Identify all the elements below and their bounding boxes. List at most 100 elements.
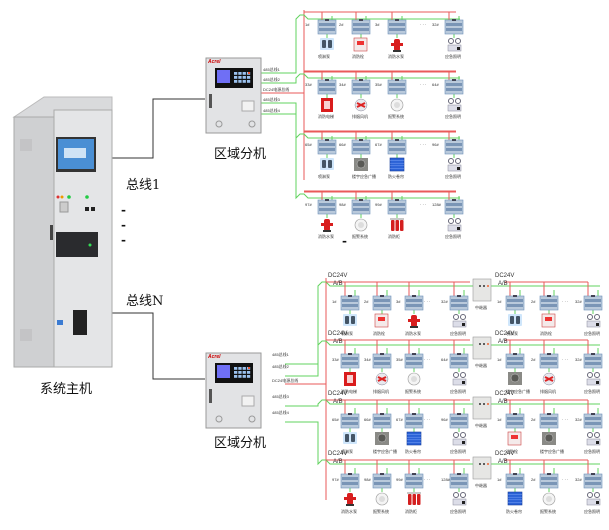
bottom-row-3 [340,396,603,446]
dc24v-label: DC24V [328,331,348,337]
comm-feed [285,421,600,466]
module-terminal [380,353,384,355]
comm-feed [258,14,460,74]
module-terminal [359,199,363,201]
device-label: 报警系统 [388,114,404,119]
module-stripe [319,208,335,211]
device-label: 楼宇应急广播 [373,449,397,454]
module-body [351,19,371,35]
module-body [340,473,360,489]
monitor-module [449,353,469,369]
monitor-module [317,199,337,215]
module-id: 67# [375,142,382,147]
monitor-module [351,199,371,215]
monitor-module [387,19,407,35]
module-stripe [541,422,557,425]
module-stripe [353,88,369,91]
row-ellipsis: · · · [562,299,569,304]
module-body [404,413,424,429]
module-id: 35# [396,357,403,362]
dc24v-label: DC24V [495,451,515,457]
unit-key [242,80,246,83]
unit-key [246,375,251,378]
module-stripe [389,143,405,146]
module-terminal [412,353,416,355]
unit-key [234,76,238,79]
dc24v-label: DC24V [495,391,515,397]
module-terminal [591,295,595,297]
module-body [351,139,371,155]
device-label: 消防水泵 [318,234,334,239]
module-stripe [353,208,369,211]
unit-key [238,80,242,83]
device-label: 防火卷帘 [506,509,522,514]
system-host-label: 系统主机 [40,382,93,397]
monitor-module [387,79,407,95]
relay-label: 中继器 [475,423,487,428]
relay-led [483,285,485,287]
cabinet-side [13,116,55,368]
module-stripe [374,482,390,485]
module-id: 2# [364,299,369,304]
unit-key [238,375,242,378]
module-stripe [406,304,422,307]
port-label: DC24电源总线 [263,87,290,92]
module-stripe [446,148,462,151]
module-body [340,413,360,429]
fan-icon [542,372,556,386]
monitor-module [404,473,424,489]
module-stripe [389,83,405,86]
module-id: 66# [364,417,371,422]
monitor-module [387,199,407,215]
module-stripe [541,477,557,480]
module-id: 32# [575,357,582,362]
hydrant-box-icon [374,313,389,328]
module-body [372,353,392,369]
monitor-module [444,79,464,95]
modules-layer [317,19,603,506]
unit-key [238,72,242,75]
monitor-module [340,413,360,429]
module-stripe [446,88,462,91]
module-id: 33# [332,357,339,362]
port-label: 485总线4 [263,108,280,113]
indicator-orange [60,195,64,199]
cabinet-handle [50,225,53,240]
ab-label: A/B [498,281,508,287]
unit-vent [215,120,223,128]
unit-key [238,367,242,370]
hydrant-box-icon [353,37,368,52]
module-stripe [541,362,557,365]
fire-hydrant-icon [391,39,403,52]
module-stripe [374,417,390,420]
module-stripe [353,83,369,86]
module-stripe [374,477,390,480]
device-label: 消防电梯 [341,389,357,394]
row-ellipsis: · · · [424,417,431,422]
module-terminal [547,473,551,475]
module-body [372,295,392,311]
module-stripe [319,28,335,31]
module-body [340,353,360,369]
emergency-light-icon [586,372,601,386]
button-2 [91,207,95,211]
monitor-module [505,413,525,429]
row-ellipsis: · · · [424,357,431,362]
row-ellipsis: · · · [420,22,427,27]
relay-box [472,456,492,480]
port-label: 485总线2 [272,364,289,369]
extinguisher-icon [407,492,421,505]
module-stripe [374,362,390,365]
bus-1-label: 总线1 [126,178,161,193]
speaker-icon [542,432,556,445]
module-id: 32# [575,417,582,422]
unit-key [234,371,238,374]
comm-feed [285,399,600,407]
monitor-module [449,295,469,311]
monitor-module [372,295,392,311]
module-stripe [319,148,335,151]
relay-led [483,343,485,345]
module-terminal [457,473,461,475]
module-stripe [374,357,390,360]
